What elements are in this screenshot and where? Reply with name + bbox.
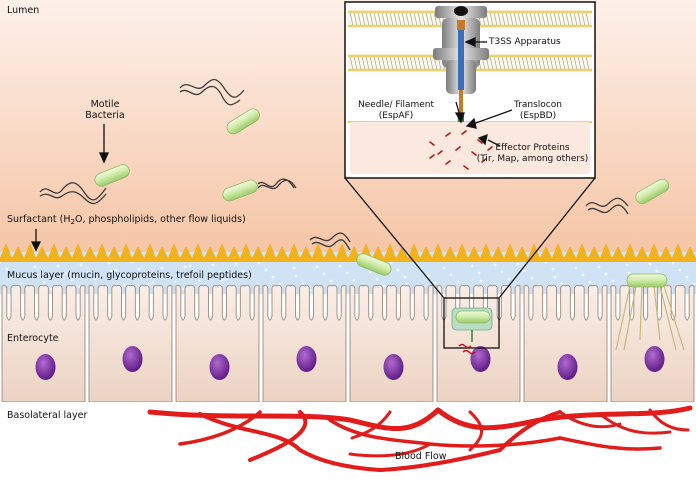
mucus-layer-label: Mucus layer (mucin, glycoproteins, trefo… xyxy=(7,270,252,281)
translocon-label-line2: (EspBD) xyxy=(519,110,557,121)
surfactant-label: Surfactant (H2O, phospholipids, other fl… xyxy=(7,214,246,226)
zoom-connector-left xyxy=(344,177,445,299)
lumen-label: Lumen xyxy=(7,5,40,16)
t3ss-inset xyxy=(344,1,596,179)
needle-label-line2: (EspAF) xyxy=(378,110,414,121)
enterocyte-cell xyxy=(262,284,347,403)
nucleus xyxy=(383,354,404,380)
attached-bacterium-right xyxy=(615,273,685,351)
bacterium-3 xyxy=(222,178,297,202)
surfactant-text-a: Surfactant (H xyxy=(7,214,71,225)
needle-filament-label: Needle/ Filament (EspAF) xyxy=(346,100,446,122)
nucleus xyxy=(557,354,578,380)
enterocyte-cell xyxy=(175,284,260,403)
surfactant-subscript: 2 xyxy=(70,218,75,226)
nucleus xyxy=(296,346,317,372)
effector-label-line1: Effector Proteins xyxy=(495,143,570,153)
enterocyte-cell xyxy=(349,284,434,403)
enterocyte-cell xyxy=(610,284,695,403)
zoom-connector-right xyxy=(498,177,596,299)
enterocyte-layer xyxy=(1,284,695,403)
nucleus xyxy=(122,346,143,372)
nucleus xyxy=(644,346,665,372)
nucleus xyxy=(35,354,56,380)
enterocyte-cell xyxy=(88,284,173,403)
motile-bacteria-label: Motile Bacteria xyxy=(80,99,130,122)
enterocyte-cell xyxy=(436,284,521,403)
enterocyte-cell xyxy=(1,284,86,403)
motile-label-line1: Motile xyxy=(90,99,120,110)
surfactant-text-b: O, phospholipids, other flow liquids) xyxy=(74,214,246,225)
motile-label-line2: Bacteria xyxy=(85,110,125,122)
translocon-label: Translocon (EspBD) xyxy=(506,100,570,122)
effector-label-line2: (Tir, Map, among others) xyxy=(476,153,589,164)
blood-vessels xyxy=(147,405,693,472)
bacterium-5 xyxy=(585,178,670,215)
enterocyte-cell xyxy=(523,284,608,403)
surfactant-layer xyxy=(0,243,696,262)
bacterium-4 xyxy=(309,232,392,276)
nucleus xyxy=(209,354,230,380)
translocon-label-line1: Translocon xyxy=(514,100,562,110)
bacterium-1 xyxy=(179,78,260,135)
surfactant-spikes xyxy=(0,243,696,262)
bacterium-2 xyxy=(39,164,130,205)
attached-bacterium-zoom xyxy=(451,307,493,355)
basolateral-label: Basolateral layer xyxy=(7,410,88,421)
blood-flow-label: Blood Flow xyxy=(395,451,447,462)
enterocyte-label: Enterocyte xyxy=(7,333,59,344)
t3ss-apparatus-label: T3SS Apparatus xyxy=(489,37,561,47)
effector-proteins-label: Effector Proteins (Tir, Map, among other… xyxy=(470,143,595,165)
needle-label-line1: Needle/ Filament xyxy=(357,100,435,110)
zoom-origin-box xyxy=(443,297,500,349)
annotation-arrows xyxy=(30,36,513,252)
nucleus xyxy=(470,346,491,372)
